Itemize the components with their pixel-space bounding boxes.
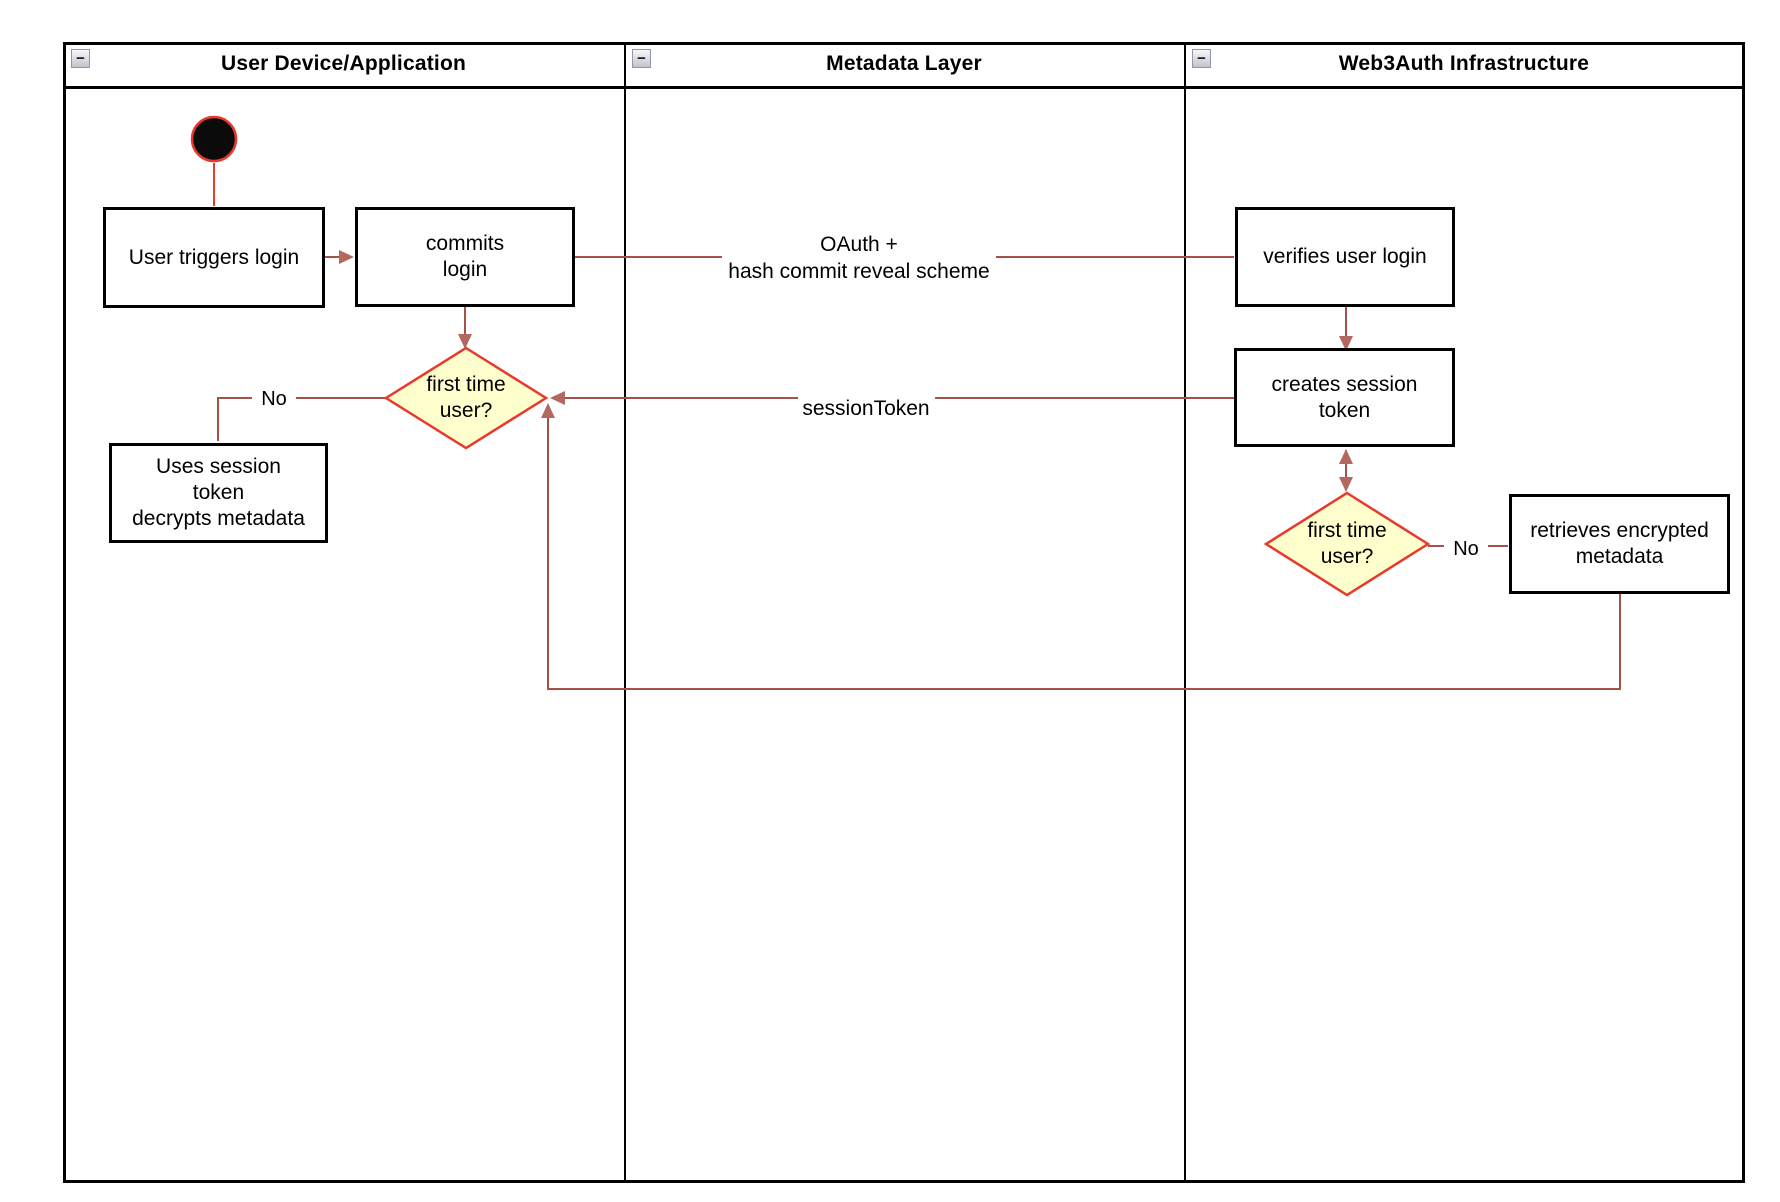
arrowhead-down-icon: [1339, 336, 1353, 351]
lane-header-metadata-layer[interactable]: − Metadata Layer: [624, 42, 1184, 89]
lane-header-web3auth-infra[interactable]: − Web3Auth Infrastructure: [1184, 42, 1744, 89]
activity-commits-login[interactable]: commits login: [355, 207, 575, 307]
lane-header-user-device[interactable]: − User Device/Application: [63, 42, 624, 89]
activity-user-triggers-login[interactable]: User triggers login: [103, 207, 325, 308]
arrowhead-left-icon: [550, 391, 565, 405]
collapse-lane-icon[interactable]: −: [1192, 49, 1211, 68]
lane-title: Web3Auth Infrastructure: [1338, 52, 1590, 75]
edge-decision-no-to-uses-session[interactable]: [218, 398, 386, 441]
collapse-lane-icon[interactable]: −: [632, 49, 651, 68]
arrowhead-up-icon: [541, 403, 555, 418]
activity-uses-session-token[interactable]: Uses session token decrypts metadata: [109, 443, 328, 543]
lane-title: User Device/Application: [220, 52, 466, 75]
lane-divider-2: [1184, 42, 1186, 1183]
decision-first-time-user-device[interactable]: [386, 348, 546, 448]
arrowhead-right-icon: [339, 250, 354, 264]
activity-verifies-user-login[interactable]: verifies user login: [1235, 207, 1455, 307]
initial-node[interactable]: [192, 117, 236, 161]
collapse-lane-icon[interactable]: −: [71, 49, 90, 68]
activity-retrieves-encrypted-metadata[interactable]: retrieves encrypted metadata: [1509, 494, 1730, 594]
decision-first-time-user-infra[interactable]: [1266, 493, 1428, 595]
edge-label-oauth: OAuth + hash commit reveal scheme: [728, 233, 990, 283]
decision-label-device: first time user?: [426, 373, 506, 422]
swimlane-frame: [63, 42, 1745, 1183]
edge-label-no-infra: No: [1444, 538, 1488, 560]
edge-label-no-device: No: [252, 388, 296, 410]
activity-creates-session-token[interactable]: creates session token: [1234, 348, 1455, 447]
arrowhead-down-icon: [458, 334, 472, 349]
arrowhead-up-icon: [1339, 449, 1353, 464]
edge-retrieves-feedback-to-decision[interactable]: [548, 412, 1620, 689]
arrowhead-down-icon: [1339, 477, 1353, 492]
decision-label-infra: first time user?: [1307, 519, 1387, 568]
edge-label-sessiontoken: sessionToken: [802, 396, 930, 420]
lane-title: Metadata Layer: [826, 52, 982, 75]
lane-divider-1: [624, 42, 626, 1183]
